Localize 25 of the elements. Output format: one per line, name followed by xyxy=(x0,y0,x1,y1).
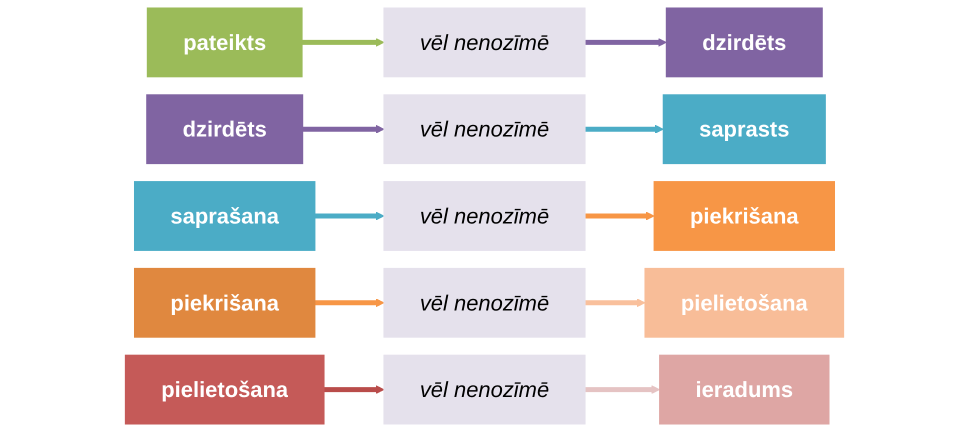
arrow xyxy=(585,124,664,134)
arrow xyxy=(302,38,384,47)
node-box: vēl nenozīmē xyxy=(383,354,586,425)
arrow xyxy=(585,298,646,308)
arrow xyxy=(314,212,384,220)
node-box: pielietošana xyxy=(124,354,325,425)
node-box: ieradums xyxy=(659,354,830,425)
node-box: vēl nenozīmē xyxy=(383,7,586,78)
node-box: saprasts xyxy=(662,94,826,164)
node-box: vēl nenozīmē xyxy=(383,94,586,164)
arrow xyxy=(302,124,384,134)
arrow xyxy=(585,385,660,394)
arrow xyxy=(585,38,667,47)
arrow xyxy=(585,212,654,220)
node-box: piekrišana xyxy=(134,268,316,338)
arrow xyxy=(314,298,384,308)
arrow xyxy=(324,385,384,394)
node-box: vēl nenozīmē xyxy=(383,181,586,251)
node-box: piekrišana xyxy=(654,181,835,251)
node-box: pateikts xyxy=(146,7,303,78)
node-box: saprašana xyxy=(134,181,316,251)
node-box: pielietošana xyxy=(644,268,844,338)
node-box: dzirdēts xyxy=(146,94,304,164)
node-box: vēl nenozīmē xyxy=(383,268,586,338)
node-box: dzirdēts xyxy=(666,7,823,78)
